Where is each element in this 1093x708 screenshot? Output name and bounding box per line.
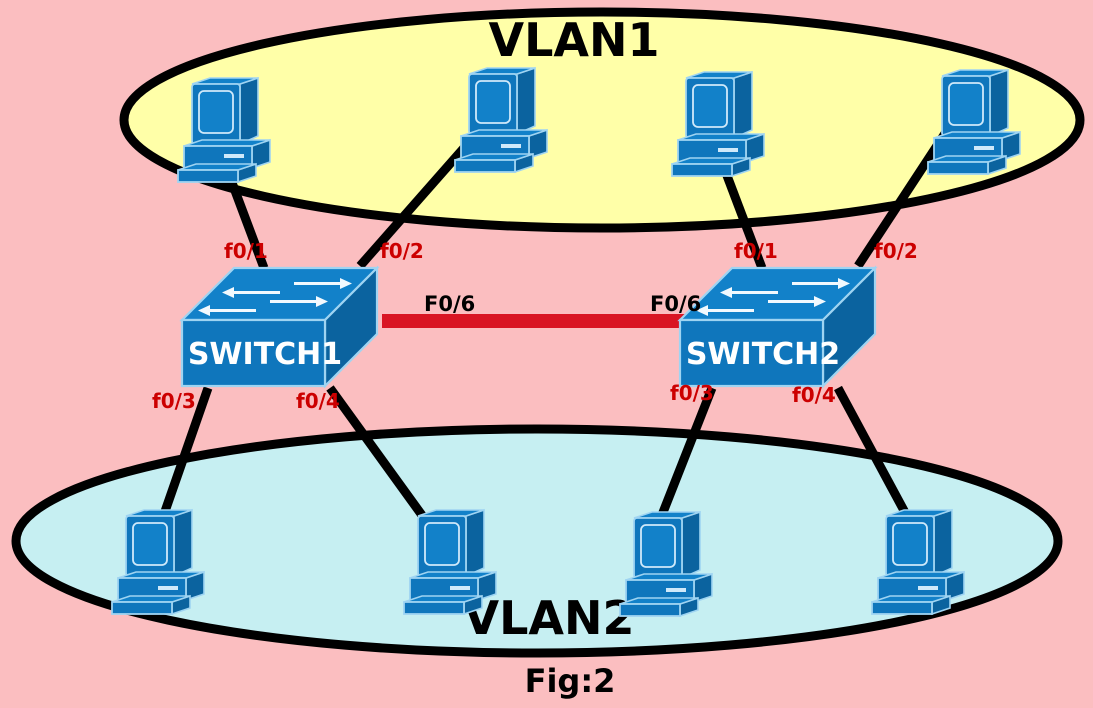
- link-sw2-f04-line: [834, 385, 912, 521]
- vlan1-group: VLAN1: [119, 7, 1085, 233]
- pc-vlan2-2[interactable]: [403, 509, 497, 615]
- pc-vlan1-1[interactable]: [177, 77, 271, 183]
- vlan2-label: VLAN2: [463, 591, 634, 645]
- port-label-sw2-f01: f0/1: [734, 239, 778, 263]
- switch2-label: SWITCH2: [686, 337, 840, 372]
- pc-vlan1-2[interactable]: [454, 67, 548, 173]
- port-label-sw2-f02: f0/2: [874, 239, 918, 263]
- port-label-sw1-f03: f0/3: [152, 389, 196, 413]
- vlan2-ellipse: [11, 424, 1063, 658]
- port-labels: f0/1 f0/2 f0/1 f0/2 f0/3 f0/4 f0/3 f0/4: [152, 239, 918, 413]
- link-sw1-f04-line: [326, 385, 428, 521]
- pc-vlan2-1[interactable]: [111, 509, 205, 615]
- port-label-sw2-f04: f0/4: [792, 383, 836, 407]
- trunk-link: [382, 314, 688, 328]
- vlan1-label: VLAN1: [488, 13, 659, 67]
- link-sw2-f03-line: [655, 386, 717, 522]
- pc-vlan1-4[interactable]: [927, 69, 1021, 175]
- port-label-sw2-f03: f0/3: [670, 381, 714, 405]
- trunk-label-left: F0/6: [424, 292, 475, 316]
- port-label-sw1-f02: f0/2: [380, 239, 424, 263]
- link-sw2-f02-line: [854, 129, 950, 269]
- switch1-group[interactable]: SWITCH1: [180, 266, 379, 388]
- pc-vlan1-3[interactable]: [671, 71, 765, 177]
- trunk-label-right: F0/6: [650, 292, 701, 316]
- pc-vlan2-3[interactable]: [619, 511, 713, 617]
- switch2-group[interactable]: SWITCH2: [678, 266, 877, 388]
- vlan2-group: VLAN2: [11, 424, 1063, 658]
- switch1-label: SWITCH1: [188, 337, 342, 372]
- port-label-sw1-f01: f0/1: [224, 239, 268, 263]
- link-sw1-f02-line: [356, 129, 482, 269]
- link-sw1-f03-line: [157, 386, 213, 522]
- pc-vlan2-4[interactable]: [871, 509, 965, 615]
- port-label-sw1-f04: f0/4: [296, 389, 340, 413]
- vlan1-ellipse: [119, 7, 1085, 233]
- figure-caption: Fig:2: [525, 662, 616, 700]
